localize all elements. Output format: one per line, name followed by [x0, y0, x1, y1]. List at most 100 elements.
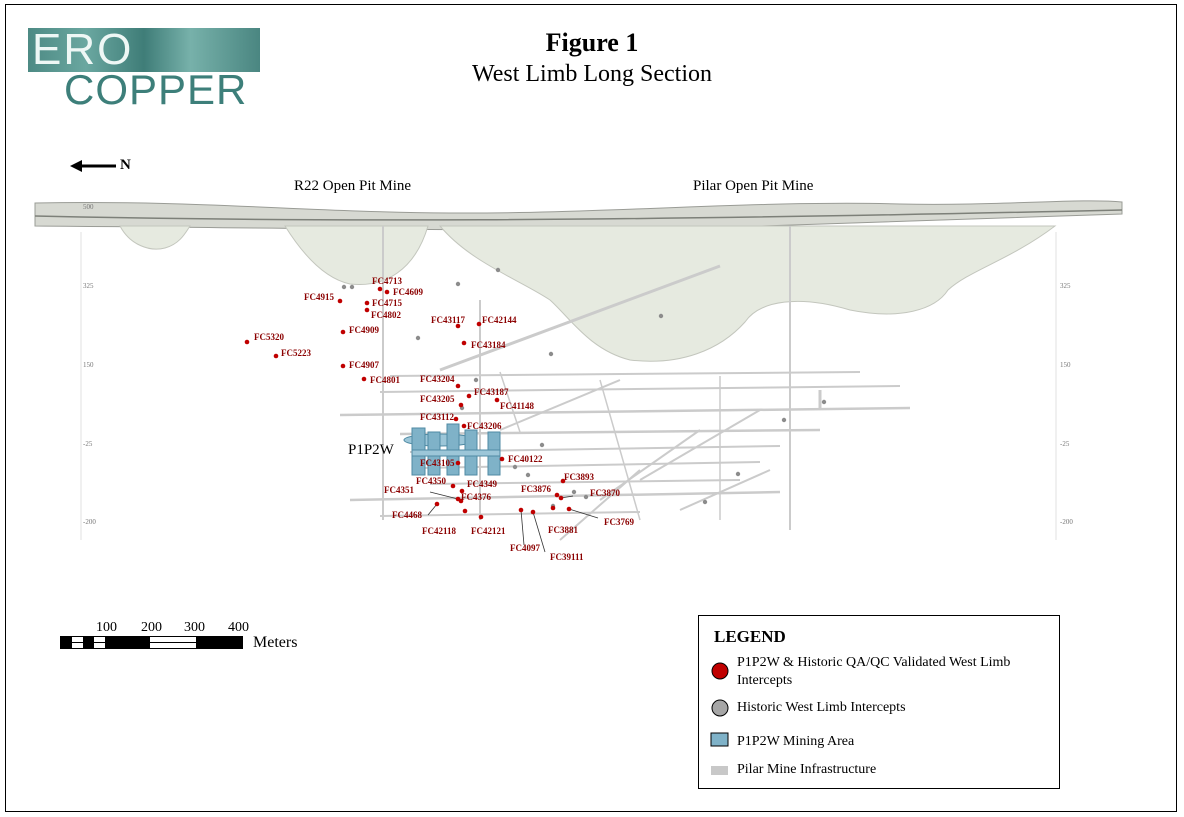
blue-square-icon	[710, 732, 729, 747]
historic-intercept-point	[781, 417, 787, 423]
intercept-point-fc3876	[554, 492, 560, 498]
intercept-label-fc5223: FC5223	[281, 348, 311, 358]
r22-pit-label: R22 Open Pit Mine	[294, 178, 412, 194]
intercept-point-fc40122	[499, 456, 505, 462]
elev-label-minus25-right: -25	[1060, 440, 1070, 448]
historic-intercept-point	[525, 472, 531, 478]
intercept-point-fc43187	[466, 393, 472, 399]
historic-intercept-point	[548, 351, 554, 357]
elev-label-500: 500	[83, 203, 94, 211]
intercept-label-fc43184: FC43184	[471, 340, 506, 350]
intercept-leader-line	[520, 509, 525, 546]
intercept-point-fc4915	[337, 298, 343, 304]
scale-units: Meters	[253, 634, 298, 651]
intercept-point-fc43112	[453, 416, 459, 422]
intercept-label-fc4609: FC4609	[393, 287, 423, 297]
legend-item-mining-area: P1P2W Mining Area	[737, 734, 855, 749]
intercept-label-fc4097: FC4097	[510, 543, 540, 553]
intercept-label-fc43112: FC43112	[420, 412, 455, 422]
intercept-label-fc3881: FC3881	[548, 525, 578, 535]
intercept-point-fc4376	[458, 498, 464, 504]
intercept-point-fc43205	[458, 402, 464, 408]
intercept-point-fc4468	[434, 501, 440, 507]
historic-intercept-point	[571, 489, 577, 495]
elev-label-minus200-right: -200	[1060, 518, 1073, 526]
historic-intercept-point	[702, 499, 708, 505]
ero-copper-logo: ERO COPPER	[28, 25, 260, 112]
intercept-label-fc4802: FC4802	[371, 310, 401, 320]
intercept-label-fc4801: FC4801	[370, 375, 400, 385]
intercept-label-fc42121: FC42121	[471, 526, 506, 536]
intercept-label-fc42118: FC42118	[422, 526, 457, 536]
elev-label-150-left: 150	[83, 361, 94, 369]
intercept-label-fc41148: FC41148	[500, 401, 535, 411]
intercept-point-fc4609	[384, 289, 390, 295]
grey-circle-icon	[711, 699, 729, 717]
intercept-label-fc4907: FC4907	[349, 360, 379, 370]
intercept-point-fc3893	[560, 478, 566, 484]
scale-tick-400: 400	[228, 620, 249, 635]
intercept-point-fc4097	[518, 507, 524, 513]
intercept-label-fc4715: FC4715	[372, 298, 402, 308]
intercept-point-fc4713	[377, 286, 383, 292]
intercept-leader-line	[427, 503, 438, 516]
intercept-label-fc3769: FC3769	[604, 517, 634, 527]
p1p2w-mining-area	[403, 423, 501, 476]
p1p2w-label: P1P2W	[348, 442, 394, 458]
intercept-label-fc4468: FC4468	[392, 510, 422, 520]
intercept-label-fc40122: FC40122	[508, 454, 543, 464]
intercept-point-fc42144	[476, 321, 482, 327]
pilar-pit-shell	[438, 225, 1057, 362]
intercept-label-fc5320: FC5320	[254, 332, 284, 342]
intercept-label-fc4350: FC4350	[416, 476, 446, 486]
historic-intercept-point	[735, 471, 741, 477]
figure-subtitle: West Limb Long Section	[471, 61, 713, 87]
r22-pit-shell	[284, 225, 429, 286]
historic-intercept-point	[455, 281, 461, 287]
intercept-label-fc4915: FC4915	[304, 292, 334, 302]
scale-tick-100: 100	[96, 620, 117, 635]
intercept-label-fc4349: FC4349	[467, 479, 497, 489]
historic-intercept-point	[821, 399, 827, 405]
historic-intercept-point	[341, 284, 347, 290]
intercept-point-fc42121	[478, 514, 484, 520]
legend: LEGEND P1P2W & Historic QA/QC Validated …	[698, 615, 1060, 789]
elev-label-325-left: 325	[83, 282, 94, 290]
pilar-pit-label: Pilar Open Pit Mine	[693, 178, 814, 194]
scale-bar-graphic	[60, 636, 243, 649]
intercept-point-fc3769	[566, 506, 572, 512]
logo-line-copper: COPPER	[64, 66, 248, 113]
intercept-point-fc4715	[364, 300, 370, 306]
intercept-point-fc3881	[550, 505, 556, 511]
historic-intercept-point	[583, 494, 589, 500]
grey-bar-icon	[711, 766, 728, 775]
intercept-point-fc5320	[244, 339, 250, 345]
logo-line-ero: ERO	[32, 25, 134, 74]
mine-infrastructure	[339, 226, 911, 541]
legend-item-historic: Historic West Limb Intercepts	[737, 700, 906, 715]
intercept-label-fc43117: FC43117	[431, 315, 466, 325]
topography-surface	[34, 200, 1123, 231]
elev-label-minus25-left: -25	[83, 440, 93, 448]
figure-title: Figure 1	[545, 28, 639, 57]
elev-label-minus200-left: -200	[83, 518, 96, 526]
legend-item-infrastructure: Pilar Mine Infrastructure	[737, 762, 877, 777]
intercept-point-fc42118	[462, 508, 468, 514]
elev-label-150-right: 150	[1060, 361, 1071, 369]
intercept-label-fc4713: FC4713	[372, 276, 402, 286]
legend-title: LEGEND	[714, 627, 786, 646]
historic-intercept-point	[349, 284, 355, 290]
intercept-label-fc39111: FC39111	[550, 552, 584, 562]
historic-intercept-point	[495, 267, 501, 273]
intercept-point-fc43105	[455, 460, 461, 466]
intercept-leader-line	[568, 508, 599, 519]
intercept-label-fc43187: FC43187	[474, 387, 509, 397]
intercept-point-fc41148	[494, 397, 500, 403]
intercept-label-fc43204: FC43204	[420, 374, 455, 384]
intercept-point-fc43206	[461, 423, 467, 429]
intercept-point-fc4350	[450, 483, 456, 489]
small-pit-shell	[119, 225, 191, 250]
intercept-point-fc4907	[340, 363, 346, 369]
intercept-point-fc4349	[459, 488, 465, 494]
